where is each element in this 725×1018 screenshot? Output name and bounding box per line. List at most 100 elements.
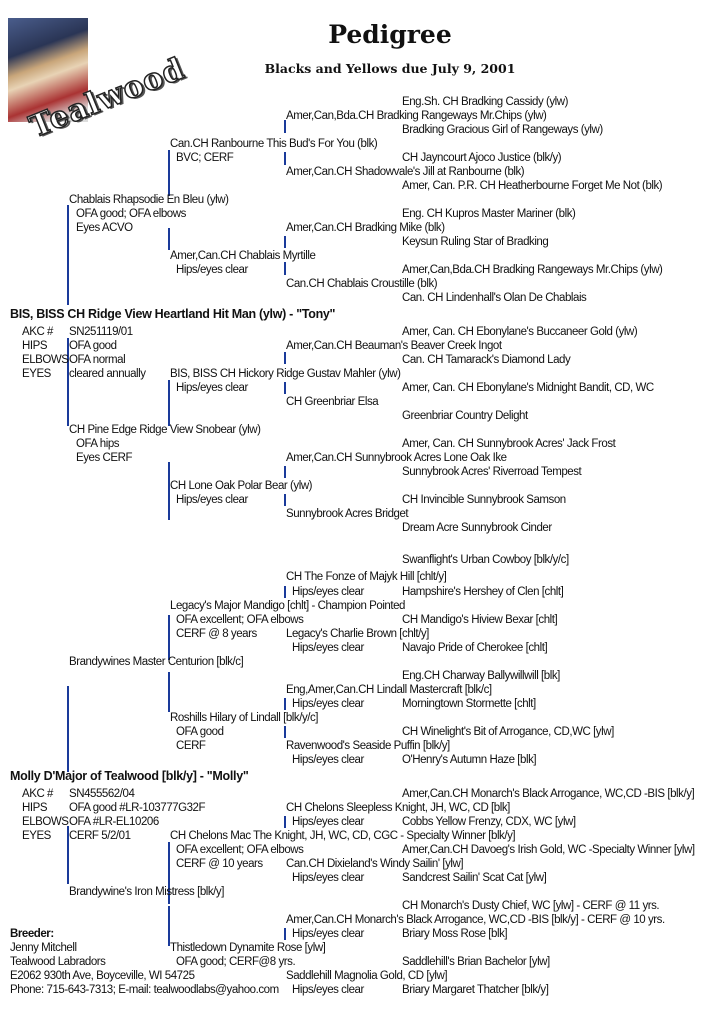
ancestor-entry: Eng.Sh. CH Bradking Cassidy (ylw) [402, 96, 569, 108]
bracket-line [168, 228, 170, 250]
health-note: Hips/eyes clear [292, 872, 364, 884]
health-note: Hips/eyes clear [176, 494, 248, 506]
sire-dam-entry: CH Pine Edge Ridge View Snobear (ylw) [69, 424, 261, 436]
ancestor-entry: Briary Margaret Thatcher [blk/y] [402, 984, 549, 996]
bracket-line [284, 382, 286, 394]
ancestor-entry: CH Mandigo's Hiview Bexar [chlt] [402, 614, 558, 626]
health-note: CERF [176, 740, 206, 752]
health-note: Hips/eyes clear [292, 642, 364, 654]
ancestor-entry: Amer,Can.CH Monarch's Black Arrogance, W… [402, 788, 695, 800]
ancestor-entry: Swanflight's Urban Cowboy [blk/y/c] [402, 554, 569, 566]
bracket-line [168, 462, 170, 520]
health-note: Hips/eyes clear [176, 264, 248, 276]
akc-label: AKC # [22, 326, 53, 338]
page-subtitle: Blacks and Yellows due July 9, 2001 [264, 61, 516, 76]
ancestor-entry: Bradking Gracious Girl of Rangeways (ylw… [402, 124, 603, 136]
health-note: Hips/eyes clear [292, 698, 364, 710]
ancestor-entry: Amer, Can. P.R. CH Heatherbourne Forget … [402, 180, 663, 192]
ancestor-entry: Amer,Can.CH Beauman's Beaver Creek Ingot [286, 340, 502, 352]
dam-name: Molly D'Major of Tealwood [blk/y] - "Mol… [10, 769, 249, 783]
bracket-line [284, 236, 286, 248]
ancestor-entry: Briary Moss Rose [blk] [402, 928, 508, 940]
ancestor-entry: Roshills Hilary of Lindall [blk/y/c] [170, 712, 319, 724]
bracket-line [67, 338, 69, 426]
ancestor-entry: Thistledown Dynamite Rose [ylw] [170, 942, 326, 954]
ancestor-entry: Legacy's Major Mandigo [chlt] - Champion… [170, 600, 406, 612]
sire-hips: OFA good [69, 340, 117, 352]
bracket-line [284, 726, 286, 738]
health-note: CERF @ 10 years [176, 858, 263, 870]
sire-sire-entry: Chablais Rhapsodie En Bleu (ylw) [69, 194, 229, 206]
ancestor-entry: BIS, BISS CH Hickory Ridge Gustav Mahler… [170, 368, 401, 380]
ancestor-entry: Sandcrest Sailin' Scat Cat [ylw] [402, 872, 547, 884]
ancestor-entry: CH The Fonze of Majyk Hill [chlt/y] [286, 571, 447, 583]
ancestor-entry: Amer, Can. CH Sunnybrook Acres' Jack Fro… [402, 438, 616, 450]
sire-eyes: cleared annually [69, 368, 146, 380]
health-note: Hips/eyes clear [292, 816, 364, 828]
ancestor-entry: Eng. CH Kupros Master Mariner (blk) [402, 208, 576, 220]
bracket-line [168, 906, 170, 946]
ancestor-entry: Ravenwood's Seaside Puffin [blk/y] [286, 740, 450, 752]
health-note: OFA excellent; OFA elbows [176, 614, 304, 626]
ancestor-entry: Dream Acre Sunnybrook Cinder [402, 522, 552, 534]
bracket-line [284, 586, 286, 598]
hips-label: HIPS [22, 340, 48, 352]
ancestor-entry: Saddlehill's Brian Bachelor [ylw] [402, 956, 550, 968]
health-note: CERF @ 8 years [176, 628, 257, 640]
breeder-contact: Phone: 715-643-7313; E-mail: tealwoodlab… [10, 984, 279, 996]
ancestor-entry: Morningtown Stormette [chlt] [402, 698, 536, 710]
breeder-name: Jenny Mitchell [10, 942, 77, 954]
health-note: Hips/eyes clear [292, 984, 364, 996]
ancestor-entry: Amer,Can.CH Sunnybrook Acres Lone Oak Ik… [286, 452, 507, 464]
ancestor-entry: Amer, Can. CH Ebonylane's Buccaneer Gold… [402, 326, 638, 338]
bracket-line [284, 120, 286, 133]
elbows-label: ELBOWS [22, 354, 69, 366]
ancestor-entry: CH Jayncourt Ajoco Justice (blk/y) [402, 152, 562, 164]
health-note: Hips/eyes clear [292, 754, 364, 766]
ancestor-entry: Eng,Amer,Can.CH Lindall Mastercraft [blk… [286, 684, 492, 696]
bracket-line [168, 380, 170, 426]
ancestor-entry: Amer,Can.CH Shadowvale's Jill at Ranbour… [286, 166, 525, 178]
health-note: OFA excellent; OFA elbows [176, 844, 304, 856]
ancestor-entry: Can. CH Tamarack's Diamond Lady [402, 354, 571, 366]
dam-akc-number: SN455562/04 [69, 788, 135, 800]
ancestor-entry: Sunnybrook Acres' Riverroad Tempest [402, 466, 582, 478]
ancestor-entry: Cobbs Yellow Frenzy, CDX, WC [ylw] [402, 816, 576, 828]
elbows-label: ELBOWS [22, 816, 69, 828]
ancestor-entry: Amer,Can.CH Bradking Mike (blk) [286, 222, 445, 234]
bracket-line [284, 928, 286, 940]
health-note: Eyes ACVO [76, 222, 133, 234]
ancestor-entry: Eng.CH Charway Ballywillwill [blk] [402, 670, 560, 682]
ancestor-entry: Keysun Ruling Star of Bradking [402, 236, 549, 248]
bracket-line [284, 816, 286, 828]
bracket-line [168, 842, 170, 904]
breeder-address: E2062 930th Ave, Boyceville, WI 54725 [10, 970, 195, 982]
bracket-line [67, 205, 69, 305]
ancestor-entry: Can.CH Dixieland's Windy Sailin' [ylw] [286, 858, 464, 870]
ancestor-entry: CH Monarch's Dusty Chief, WC [ylw] - CER… [402, 900, 660, 912]
ancestor-entry: Can. CH Lindenhall's Olan De Chablais [402, 292, 587, 304]
health-note: Hips/eyes clear [292, 586, 364, 598]
health-note: OFA good [176, 726, 224, 738]
dam-eyes: CERF 5/2/01 [69, 830, 131, 842]
sire-akc-number: SN251119/01 [69, 326, 133, 338]
ancestor-entry: Saddlehill Magnolia Gold, CD [ylw] [286, 970, 448, 982]
health-note: BVC; CERF [176, 152, 234, 164]
ancestor-entry: Amer,Can.CH Davoeg's Irish Gold, WC -Spe… [402, 844, 695, 856]
bracket-line [168, 150, 170, 196]
ancestor-entry: CH Greenbriar Elsa [286, 396, 379, 408]
bracket-line [168, 615, 170, 660]
ancestor-entry: Amer, Can. CH Ebonylane's Midnight Bandi… [402, 382, 654, 394]
sire-elbows: OFA normal [69, 354, 126, 366]
eyes-label: EYES [22, 830, 51, 842]
ancestor-entry: O'Henry's Autumn Haze [blk] [402, 754, 537, 766]
bracket-line [284, 152, 286, 165]
dam-dam-entry: Brandywine's Iron Mistress [blk/y] [69, 886, 224, 898]
ancestor-entry: Amer,Can,Bda.CH Bradking Rangeways Mr.Ch… [402, 264, 663, 276]
bracket-line [284, 698, 286, 710]
ancestor-entry: Hampshire's Hershey of Clen [chlt] [402, 586, 564, 598]
dam-hips: OFA good #LR-103777G32F [69, 802, 206, 814]
breeder-label: Breeder: [10, 928, 54, 940]
akc-label: AKC # [22, 788, 53, 800]
bracket-line [284, 494, 286, 506]
